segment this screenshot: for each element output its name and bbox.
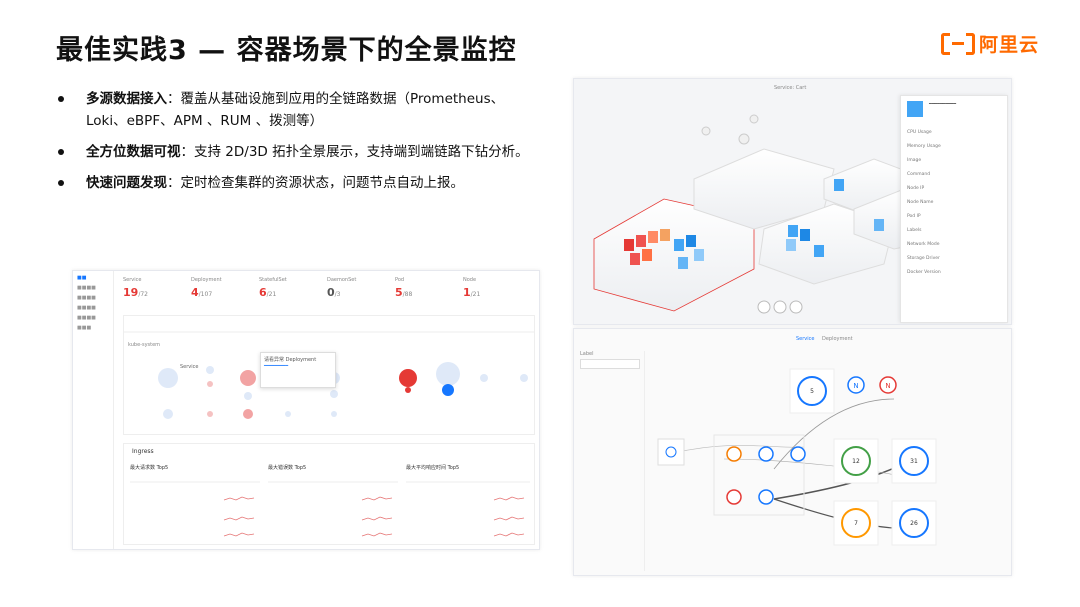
nginx-node <box>847 376 865 394</box>
service-count-node <box>797 376 827 406</box>
service-node <box>790 446 806 462</box>
node-detail-panel: ━━━━━━━━━━ CPU Usage Memory Usage Image … <box>900 95 1008 323</box>
bullet-heading: 快速问题发现 <box>86 175 167 191</box>
public-ingress-node <box>657 438 685 466</box>
bullet-item: 快速问题发现：定时检查集群的资源状态，问题节点自动上报。 <box>58 172 538 194</box>
node-count-label: 5 <box>810 388 814 395</box>
red-cube-cluster <box>624 229 670 265</box>
dashboard-sidebar: ■■ ■■■■ ■■■■ ■■■■ ■■■■ ■■■ <box>73 271 114 549</box>
container-cube-icon <box>907 101 923 117</box>
stat-node: Node 1/21 <box>463 277 481 299</box>
zoom-control-icon[interactable] <box>757 300 771 314</box>
node-count-label: 31 <box>910 458 918 465</box>
sidebar-item: ■■■■ <box>77 315 96 321</box>
sidebar-item: ■■■ <box>77 325 92 331</box>
selected-bubble <box>442 384 454 396</box>
bullet-dot-icon <box>58 180 64 186</box>
bullet-dot-icon <box>58 149 64 155</box>
slide-title: 最佳实践3 — 容器场景下的全景监控 <box>56 35 517 66</box>
service-node <box>726 446 742 462</box>
top5-table-errors: 最大错误数 Top5 <box>268 465 307 471</box>
top5-table-latency: 最大平均响应时间 Top5 <box>406 465 460 471</box>
bullet-text: ：支持 2D/3D 拓扑全景展示，支持端到端链路下钻分析。 <box>180 144 529 160</box>
group-count-node <box>841 508 871 538</box>
service-node <box>726 489 742 505</box>
namespace-bubble-panel: kube-system Service 请看异常 Deployment <box>123 315 535 435</box>
blue-cube-cluster <box>674 179 884 269</box>
label-filter-title: Label <box>580 351 594 357</box>
node-count-label: 7 <box>854 520 858 527</box>
bullet-dot-icon <box>58 96 64 102</box>
group-count-node <box>899 446 929 476</box>
node-count-label: 26 <box>910 520 918 527</box>
bullet-item: 全方位数据可视：支持 2D/3D 拓扑全景展示，支持端到端链路下钻分析。 <box>58 141 538 163</box>
service-node <box>758 446 774 462</box>
topology-filter-sidebar: Label <box>578 351 645 571</box>
cluster-dashboard-screenshot: ■■ ■■■■ ■■■■ ■■■■ ■■■■ ■■■ Service 19/72… <box>72 270 540 550</box>
resource-stat-row: Service 19/72 Deployment 4/107 StatefulS… <box>123 277 531 307</box>
bullet-list: 多源数据接入：覆盖从基础设施到应用的全链路数据（Prometheus、Loki、… <box>58 88 538 203</box>
bullet-text: ：定时检查集群的资源状态，问题节点自动上报。 <box>167 175 464 191</box>
sidebar-item: ■■■■ <box>77 285 96 291</box>
ingress-panel: Ingress 最大请求数 Top5 最大错误数 Top5 最大平均响应时间 T… <box>123 443 535 545</box>
ingress-title: Ingress <box>132 448 154 455</box>
zoom-out-icon[interactable] <box>789 300 803 314</box>
topology-2d-canvas: 5 N N 12 31 7 26 <box>657 368 937 546</box>
tab-deployment[interactable]: Deployment <box>822 336 853 342</box>
bubble <box>158 368 178 388</box>
row-label: Service <box>180 364 198 370</box>
detail-field-list: CPU Usage Memory Usage Image Command Nod… <box>907 130 941 275</box>
detail-panel-header: ━━━━━━━━━━ <box>929 102 957 107</box>
stat-statefulset: StatefulSet 6/21 <box>259 277 287 299</box>
bullet-heading: 多源数据接入 <box>86 91 167 107</box>
nginx-node-alert <box>879 376 897 394</box>
sidebar-item: ■■■■ <box>77 305 96 311</box>
node-count-label: 12 <box>852 458 860 465</box>
group-count-node <box>899 508 929 538</box>
stat-pod: Pod 5/88 <box>395 277 413 299</box>
stat-daemonset: DaemonSet 0/3 <box>327 277 357 299</box>
group-count-node <box>841 446 871 476</box>
svg-text:N: N <box>885 382 890 390</box>
topology-2d-screenshot: Service Deployment Label 5 N N 12 31 7 <box>573 328 1012 576</box>
alibaba-cloud-logo: 阿里云 <box>941 30 1039 57</box>
stat-deployment: Deployment 4/107 <box>191 277 222 299</box>
col-header: kube-system <box>128 342 160 348</box>
sidebar-item: ■■■■ <box>77 295 96 301</box>
sidebar-item: ■■ <box>77 275 87 281</box>
topology-3d-screenshot: Service: Cart <box>573 78 1012 325</box>
alibaba-cloud-logo-icon <box>941 32 975 55</box>
top5-table-requests: 最大请求数 Top5 <box>130 465 169 471</box>
tab-service[interactable]: Service <box>796 336 815 342</box>
alert-bubble <box>399 369 417 387</box>
stat-service: Service 19/72 <box>123 277 148 299</box>
topology-3d-header: Service: Cart <box>774 85 807 91</box>
zoom-in-icon[interactable] <box>773 300 787 314</box>
svg-text:N: N <box>853 382 858 390</box>
bullet-text: ：覆盖从基础设施到应用的全链路数据（Prometheus、Loki、eBPF、A… <box>86 91 505 129</box>
service-node <box>758 489 774 505</box>
logo-text: 阿里云 <box>979 34 1040 56</box>
ingress-sparklines <box>130 481 530 537</box>
bullet-item: 多源数据接入：覆盖从基础设施到应用的全链路数据（Prometheus、Loki、… <box>58 88 538 132</box>
deployment-popup: 请看异常 Deployment ━━━━━━━━ <box>260 352 336 388</box>
label-filter-input[interactable] <box>580 359 640 369</box>
bullet-heading: 全方位数据可视 <box>86 144 181 160</box>
